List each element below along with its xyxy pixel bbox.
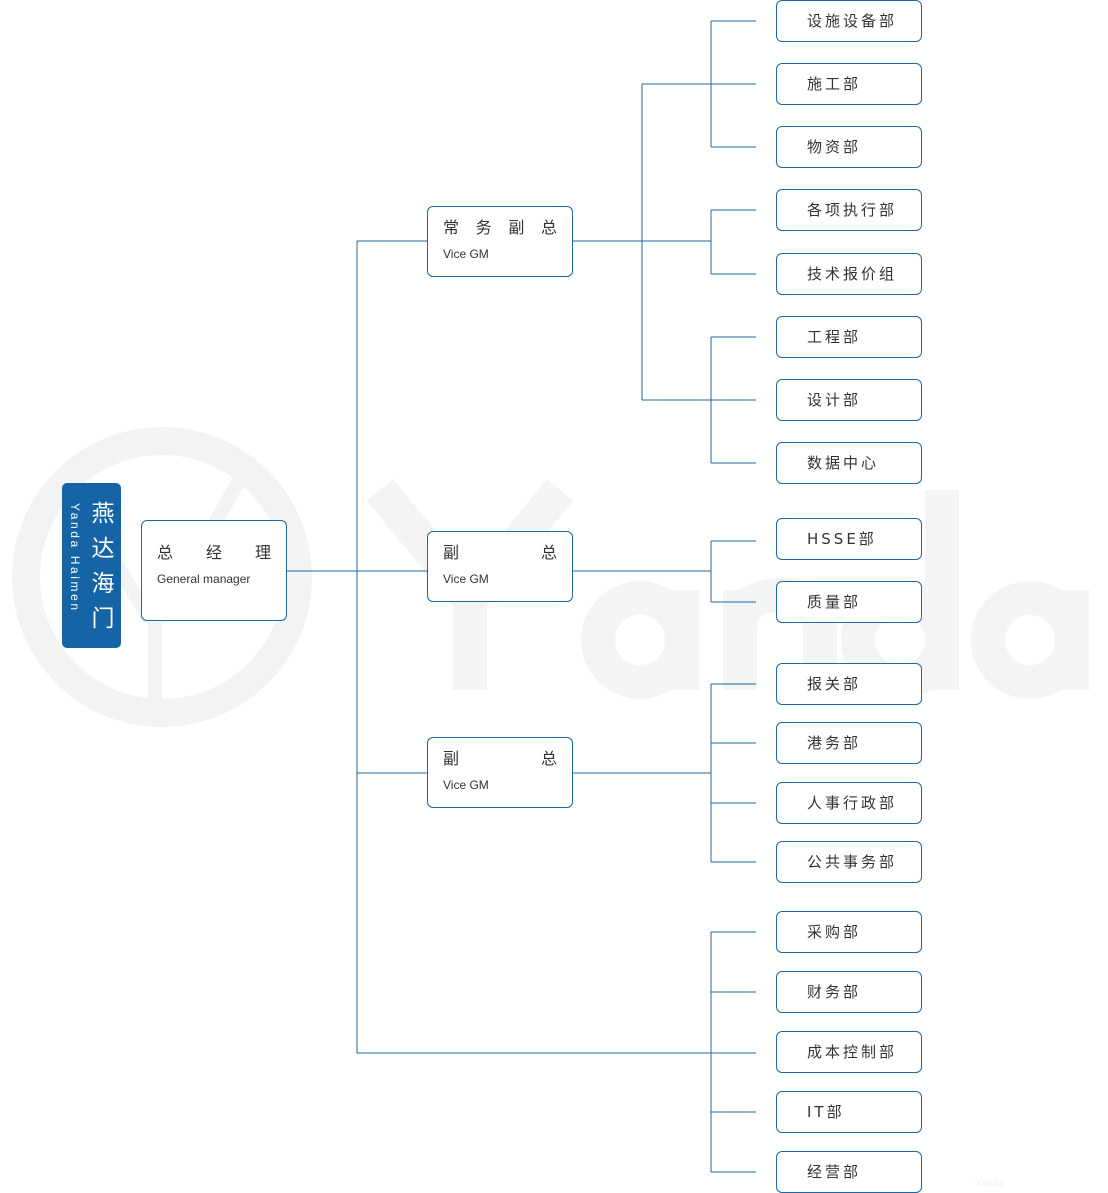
dept-node: 成本控制部 xyxy=(776,1031,922,1073)
title-char: 总 xyxy=(540,749,557,768)
dept-node: 各项执行部 xyxy=(776,189,922,231)
dept-label: HSSE部 xyxy=(807,530,877,548)
dept-label: 各项执行部 xyxy=(807,201,898,219)
gm-title: 总 经 理 xyxy=(157,543,271,563)
title-char: 副 xyxy=(508,218,525,237)
dept-node: 报关部 xyxy=(776,663,922,705)
logo-char: 海 xyxy=(91,571,115,597)
dept-node: 物资部 xyxy=(776,126,922,168)
executive-vice-gm-node: 常 务 副 总 Vice GM xyxy=(427,206,573,277)
dept-node: 采购部 xyxy=(776,911,922,953)
dept-node: 港务部 xyxy=(776,722,922,764)
dept-node: 数据中心 xyxy=(776,442,922,484)
dept-label: 成本控制部 xyxy=(807,1043,898,1061)
logo-char: 燕 xyxy=(91,501,115,527)
dept-label: 财务部 xyxy=(807,983,862,1001)
logo-chinese-name: 燕 达 海 门 xyxy=(88,497,118,637)
dept-node: 工程部 xyxy=(776,316,922,358)
logo-char: 达 xyxy=(91,536,115,562)
general-manager-node: 总 经 理 General manager xyxy=(141,520,287,621)
vgm-subtitle: Vice GM xyxy=(443,247,489,261)
dept-label: 人事行政部 xyxy=(807,794,898,812)
dept-node: 财务部 xyxy=(776,971,922,1013)
vgm-title: 副 总 xyxy=(443,543,557,563)
vgm-title: 常 务 副 总 xyxy=(443,218,557,238)
dept-label: 设计部 xyxy=(807,391,862,409)
dept-label: 港务部 xyxy=(807,734,862,752)
dept-label: 公共事务部 xyxy=(807,853,898,871)
title-char: 常 xyxy=(443,218,460,237)
title-char: 理 xyxy=(254,543,271,562)
dept-label: 设施设备部 xyxy=(807,12,898,30)
dept-label: 质量部 xyxy=(807,593,862,611)
dept-node: 技术报价组 xyxy=(776,253,922,295)
title-char: 经 xyxy=(205,543,222,562)
gm-subtitle: General manager xyxy=(157,572,251,586)
dept-label: 物资部 xyxy=(807,138,862,156)
dept-label: IT部 xyxy=(807,1103,845,1121)
dept-node: 质量部 xyxy=(776,581,922,623)
dept-label: 经营部 xyxy=(807,1163,862,1181)
dept-node: HSSE部 xyxy=(776,518,922,560)
dept-node: 施工部 xyxy=(776,63,922,105)
vgm-subtitle: Vice GM xyxy=(443,778,489,792)
dept-label: 报关部 xyxy=(807,675,862,693)
vice-gm-node-2: 副 总 Vice GM xyxy=(427,531,573,602)
dept-node: 人事行政部 xyxy=(776,782,922,824)
vgm-title: 副 总 xyxy=(443,749,557,769)
title-char: 副 xyxy=(443,543,460,562)
dept-label: 采购部 xyxy=(807,923,862,941)
dept-node: 公共事务部 xyxy=(776,841,922,883)
dept-node: IT部 xyxy=(776,1091,922,1133)
dept-label: 施工部 xyxy=(807,75,862,93)
dept-node: 设施设备部 xyxy=(776,0,922,42)
dept-node: 设计部 xyxy=(776,379,922,421)
title-char: 副 xyxy=(443,749,460,768)
title-char: 务 xyxy=(475,218,492,237)
vice-gm-node-3: 副 总 Vice GM xyxy=(427,737,573,808)
dept-label: 数据中心 xyxy=(807,454,880,472)
dept-label: 技术报价组 xyxy=(807,265,898,283)
watermark-text: Yanda xyxy=(975,1178,1004,1189)
dept-label: 工程部 xyxy=(807,328,862,346)
logo-english-name: Yanda Haimen xyxy=(68,503,82,613)
title-char: 总 xyxy=(540,218,557,237)
company-logo-badge: Yanda Haimen 燕 达 海 门 xyxy=(62,483,121,648)
vgm-subtitle: Vice GM xyxy=(443,572,489,586)
title-char: 总 xyxy=(157,543,174,562)
dept-node: 经营部 xyxy=(776,1151,922,1193)
logo-char: 门 xyxy=(91,606,115,632)
title-char: 总 xyxy=(540,543,557,562)
